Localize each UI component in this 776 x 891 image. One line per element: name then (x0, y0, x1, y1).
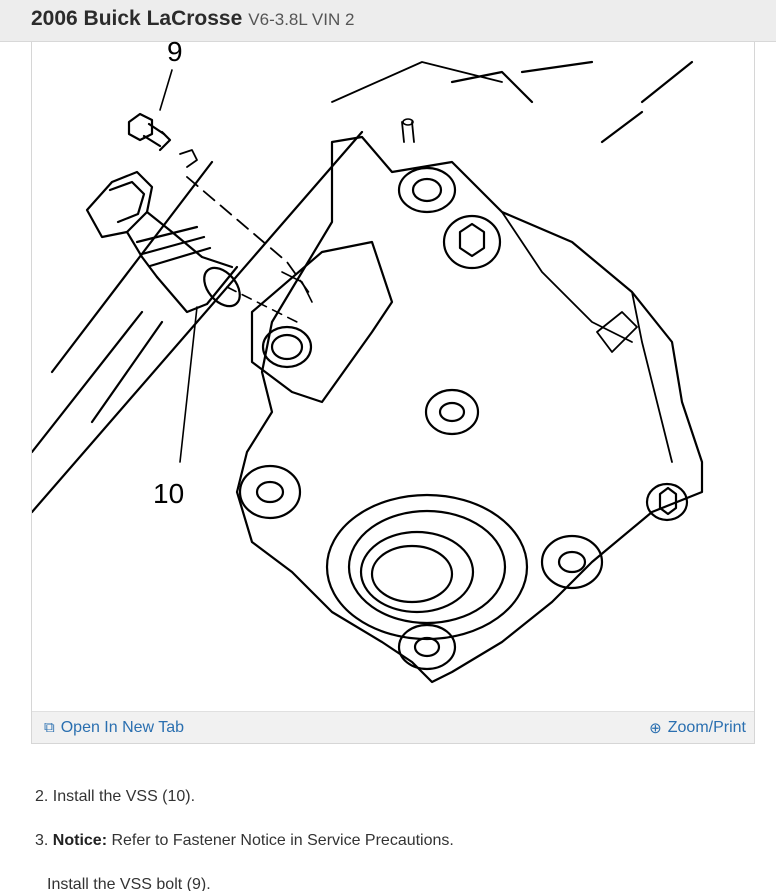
engine-spec: V6-3.8L VIN 2 (248, 10, 355, 29)
housing-edge-line (32, 130, 364, 514)
vss-bolt (127, 112, 172, 152)
vss-sensor (85, 170, 241, 314)
open-in-new-tab-icon: ⧉ (44, 719, 55, 736)
open-in-new-tab-label: Open In New Tab (60, 718, 185, 736)
diagram-figure: 9 10 ⧉ Open In New Tab ⊕ Zoom/Print (31, 36, 755, 744)
callout-10: 10 (153, 478, 185, 509)
zoom-print-link[interactable]: ⊕ Zoom/Print (649, 719, 746, 737)
callout-9: 9 (167, 36, 183, 67)
vss-diagram (32, 60, 704, 684)
open-in-new-tab-link[interactable]: ⧉ Open In New Tab (44, 719, 184, 737)
page-header: 2006 Buick LaCrosse V6-3.8L VIN 2 (0, 0, 776, 42)
output-seal (325, 493, 529, 641)
step-3: 3. Notice: Refer to Fastener Notice in S… (35, 832, 454, 849)
step-2: 2. Install the VSS (10). (35, 788, 196, 805)
step-3-substep: Install the VSS bolt (9). (47, 876, 211, 891)
vss-boss (250, 240, 394, 404)
mount-boss (397, 166, 457, 214)
retaining-clip (179, 149, 198, 168)
vehicle-title: 2006 Buick LaCrosse (31, 7, 243, 30)
notice-label: Notice: (52, 832, 108, 849)
figure-toolbar: ⧉ Open In New Tab ⊕ Zoom/Print (32, 711, 754, 743)
zoom-print-label: Zoom/Print (667, 718, 746, 736)
procedure-steps: 2. Install the VSS (10). 3. Notice: Refe… (35, 786, 755, 891)
zoom-icon: ⊕ (649, 719, 662, 737)
transaxle-case (235, 135, 704, 684)
